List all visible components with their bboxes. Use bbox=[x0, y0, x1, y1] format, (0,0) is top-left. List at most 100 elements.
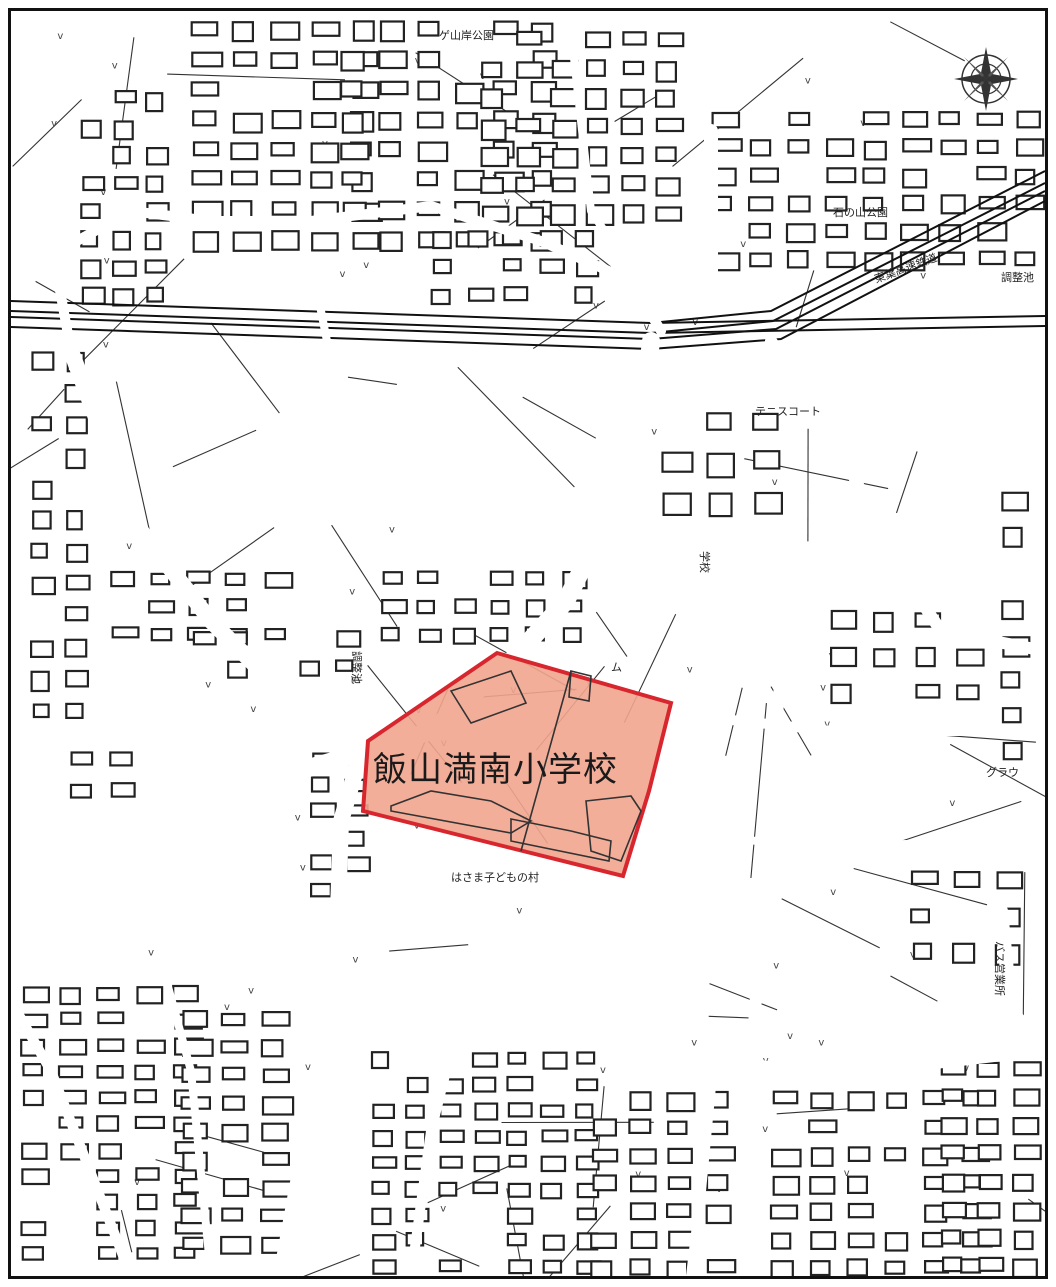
vegetation-mark: v bbox=[651, 427, 657, 438]
building bbox=[772, 1175, 801, 1196]
building bbox=[956, 648, 985, 667]
building bbox=[829, 646, 858, 668]
building bbox=[21, 1168, 50, 1186]
vegetation-mark: v bbox=[389, 525, 395, 536]
vegetation-mark: v bbox=[224, 1002, 230, 1013]
building bbox=[655, 117, 685, 133]
building bbox=[271, 109, 302, 130]
building bbox=[221, 1207, 244, 1222]
parcel-line bbox=[750, 703, 767, 879]
building bbox=[575, 1103, 594, 1119]
building bbox=[260, 1039, 284, 1058]
building bbox=[705, 1204, 732, 1225]
vegetation-mark: v bbox=[248, 985, 254, 996]
building bbox=[846, 1175, 868, 1194]
building bbox=[471, 1052, 499, 1068]
building bbox=[584, 31, 612, 49]
parcel-line bbox=[11, 438, 59, 469]
building bbox=[540, 1182, 563, 1200]
building bbox=[666, 1092, 696, 1113]
building bbox=[186, 570, 211, 584]
home-label: ム bbox=[611, 661, 622, 674]
building bbox=[65, 669, 90, 688]
vegetation-mark: v bbox=[134, 1177, 140, 1188]
building bbox=[32, 703, 50, 719]
building bbox=[150, 627, 173, 642]
building bbox=[98, 1143, 122, 1160]
building bbox=[22, 1062, 43, 1077]
building bbox=[192, 110, 217, 127]
building bbox=[109, 751, 133, 767]
building bbox=[262, 1151, 290, 1166]
building bbox=[231, 170, 258, 186]
building bbox=[81, 286, 106, 305]
building bbox=[21, 1246, 45, 1261]
building bbox=[379, 231, 403, 252]
vegetation-mark: v bbox=[830, 887, 836, 898]
building bbox=[531, 170, 553, 187]
building bbox=[507, 1051, 527, 1065]
building bbox=[146, 147, 170, 166]
building bbox=[474, 1130, 501, 1144]
building bbox=[940, 1144, 965, 1160]
building bbox=[134, 1064, 155, 1081]
building bbox=[506, 1130, 527, 1147]
building bbox=[748, 222, 771, 239]
building bbox=[480, 119, 507, 142]
building bbox=[472, 1181, 498, 1195]
building bbox=[630, 1230, 658, 1249]
building bbox=[506, 1075, 534, 1092]
building bbox=[110, 782, 136, 798]
building bbox=[592, 1118, 618, 1137]
building bbox=[310, 171, 333, 189]
vegetation-mark: v bbox=[516, 906, 522, 917]
building bbox=[474, 1102, 499, 1121]
building bbox=[32, 480, 53, 500]
road bbox=[765, 335, 1045, 657]
parcel-line bbox=[795, 270, 815, 328]
building bbox=[938, 111, 960, 126]
building bbox=[112, 230, 131, 251]
building bbox=[808, 1119, 838, 1134]
building bbox=[873, 648, 896, 668]
road bbox=[63, 343, 369, 761]
building bbox=[30, 640, 54, 658]
parcel-line bbox=[522, 396, 597, 439]
building bbox=[953, 870, 981, 888]
building bbox=[525, 571, 545, 586]
building bbox=[830, 609, 858, 630]
building bbox=[629, 1202, 656, 1221]
building bbox=[145, 175, 164, 193]
building bbox=[192, 231, 220, 253]
parcel-line bbox=[74, 258, 185, 369]
building bbox=[310, 802, 337, 818]
vegetation-mark: v bbox=[949, 798, 955, 809]
building bbox=[620, 147, 644, 165]
road bbox=[686, 1081, 716, 1276]
building bbox=[809, 1202, 833, 1221]
building bbox=[381, 598, 408, 615]
parcel-line bbox=[120, 1209, 133, 1253]
parcel-line bbox=[781, 898, 880, 949]
building bbox=[262, 1180, 293, 1198]
parcel-line bbox=[595, 611, 628, 657]
building bbox=[977, 222, 1008, 242]
building bbox=[341, 171, 363, 186]
vegetation-mark: v bbox=[644, 322, 650, 333]
building bbox=[232, 231, 262, 252]
building bbox=[489, 626, 509, 642]
building bbox=[1016, 110, 1041, 129]
building bbox=[221, 1066, 246, 1081]
building bbox=[542, 1051, 568, 1070]
building bbox=[516, 61, 544, 79]
building bbox=[549, 87, 578, 108]
parcel-line bbox=[11, 99, 82, 169]
parcel-line bbox=[708, 1015, 756, 1019]
building bbox=[976, 139, 999, 154]
building bbox=[525, 599, 546, 618]
building bbox=[749, 252, 772, 268]
building bbox=[134, 1089, 158, 1104]
building bbox=[173, 1192, 197, 1207]
building bbox=[810, 1092, 834, 1110]
